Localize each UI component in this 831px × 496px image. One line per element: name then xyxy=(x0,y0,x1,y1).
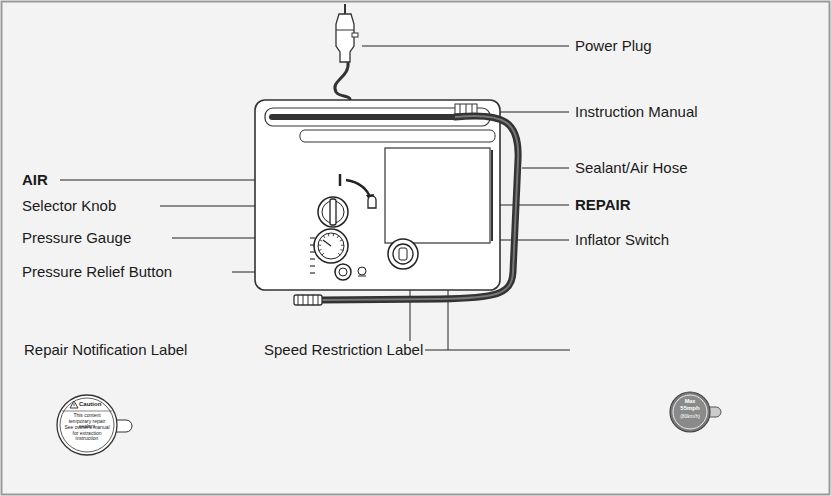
selector-knob xyxy=(318,174,376,227)
leader-lines xyxy=(60,46,570,350)
part-label: Power Plug xyxy=(575,37,652,55)
sticker-text: 55mph xyxy=(675,405,705,412)
pressure-gauge xyxy=(314,229,348,263)
part-label: Speed Restriction Label xyxy=(262,341,425,359)
sticker-text: (80km/h) xyxy=(673,413,707,419)
sticker-text: See owner's manual for extraction instru… xyxy=(62,425,112,442)
part-label: AIR xyxy=(22,171,48,189)
part-label: Repair Notification Label xyxy=(22,341,189,359)
part-label: Instruction Manual xyxy=(575,103,698,121)
vent-slots xyxy=(310,238,315,273)
repair-notification-sticker xyxy=(57,395,132,455)
inflator-switch xyxy=(388,239,418,269)
power-plug xyxy=(335,4,358,102)
part-label: Inflator Switch xyxy=(575,231,669,249)
part-label: Selector Knob xyxy=(22,197,116,215)
sticker-text: Max xyxy=(675,398,705,404)
sealant-air-hose xyxy=(294,116,518,305)
compressor-body xyxy=(255,100,500,290)
part-label: Pressure Gauge xyxy=(22,229,131,247)
pressure-relief-button xyxy=(335,264,366,280)
part-label: Sealant/Air Hose xyxy=(575,159,688,177)
part-label: Pressure Relief Button xyxy=(22,263,172,281)
instruction-manual xyxy=(385,148,490,243)
speed-restriction-sticker xyxy=(670,392,721,432)
sticker-text: Caution xyxy=(79,401,115,408)
part-label: REPAIR xyxy=(575,196,631,214)
